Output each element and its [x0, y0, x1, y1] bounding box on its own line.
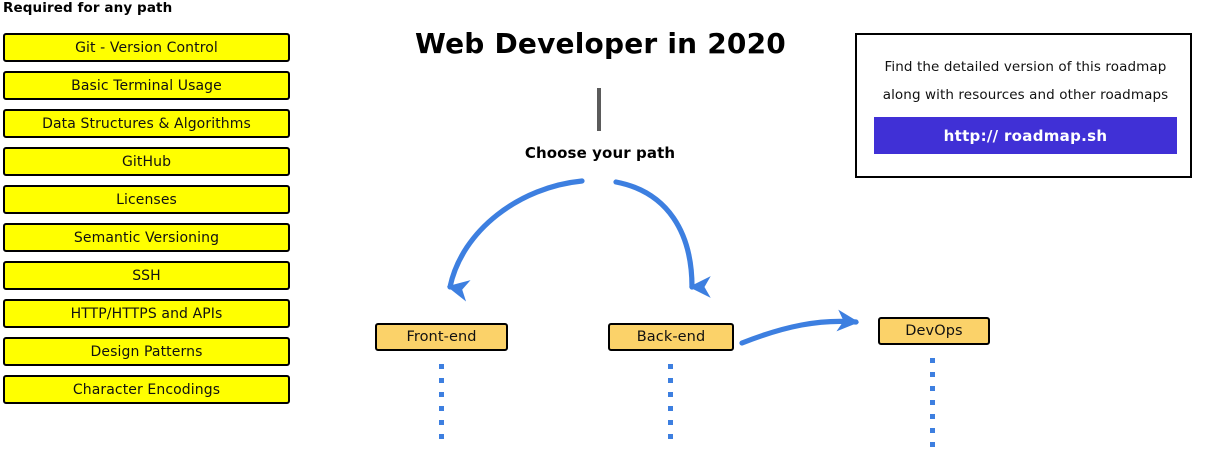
arrow-center-to-frontend — [446, 178, 585, 302]
info-card-line-1: Find the detailed version of this roadma… — [884, 59, 1167, 75]
dotted-connector-backend — [668, 364, 673, 448]
skill-label: Basic Terminal Usage — [71, 77, 222, 94]
choose-your-path-label: Choose your path — [524, 144, 676, 162]
skill-box-basic-terminal-usage[interactable]: Basic Terminal Usage — [3, 71, 290, 100]
path-label: DevOps — [905, 323, 963, 339]
dotted-connector-frontend — [439, 364, 444, 448]
skill-label: Semantic Versioning — [73, 229, 220, 246]
required-skills-list: Git - Version Control Basic Terminal Usa… — [3, 33, 290, 413]
skill-label: SSH — [132, 267, 161, 284]
skill-label: HTTP/HTTPS and APIs — [70, 305, 223, 322]
title-connector-line — [597, 88, 601, 131]
skill-label: Git - Version Control — [75, 39, 218, 56]
page-title-text: Web Developer in 2020 — [415, 27, 786, 60]
skill-box-design-patterns[interactable]: Design Patterns — [3, 337, 290, 366]
skill-box-data-structures-algorithms[interactable]: Data Structures & Algorithms — [3, 109, 290, 138]
skill-box-github[interactable]: GitHub — [3, 147, 290, 176]
skill-label: Character Encodings — [72, 381, 221, 398]
path-label: Back-end — [636, 329, 706, 345]
path-box-back-end[interactable]: Back-end — [608, 323, 734, 351]
info-card-line-2: along with resources and other roadmaps — [882, 87, 1169, 103]
path-label: Front-end — [406, 329, 477, 345]
skill-label: Data Structures & Algorithms — [42, 115, 251, 132]
arrow-backend-to-devops — [739, 309, 860, 346]
roadmap-url-label: http:// roadmap.sh — [943, 126, 1108, 145]
path-box-front-end[interactable]: Front-end — [375, 323, 508, 351]
skill-label: GitHub — [121, 153, 172, 170]
skill-box-licenses[interactable]: Licenses — [3, 185, 290, 214]
info-card: Find the detailed version of this roadma… — [855, 33, 1192, 178]
sidebar-heading: Required for any path — [3, 0, 173, 16]
skill-box-ssh[interactable]: SSH — [3, 261, 290, 290]
required-skills-panel: Required for any path Git - Version Cont… — [3, 0, 293, 436]
roadmap-url-button[interactable]: http:// roadmap.sh — [874, 117, 1177, 154]
skill-box-http-https-and-apis[interactable]: HTTP/HTTPS and APIs — [3, 299, 290, 328]
skill-box-semantic-versioning[interactable]: Semantic Versioning — [3, 223, 290, 252]
skill-label: Licenses — [116, 191, 177, 208]
skill-box-character-encodings[interactable]: Character Encodings — [3, 375, 290, 404]
arrow-center-to-backend — [613, 179, 711, 298]
skill-box-git-version-control[interactable]: Git - Version Control — [3, 33, 290, 62]
dotted-connector-devops — [930, 358, 935, 456]
skill-label: Design Patterns — [90, 343, 203, 360]
path-box-devops[interactable]: DevOps — [878, 317, 990, 345]
